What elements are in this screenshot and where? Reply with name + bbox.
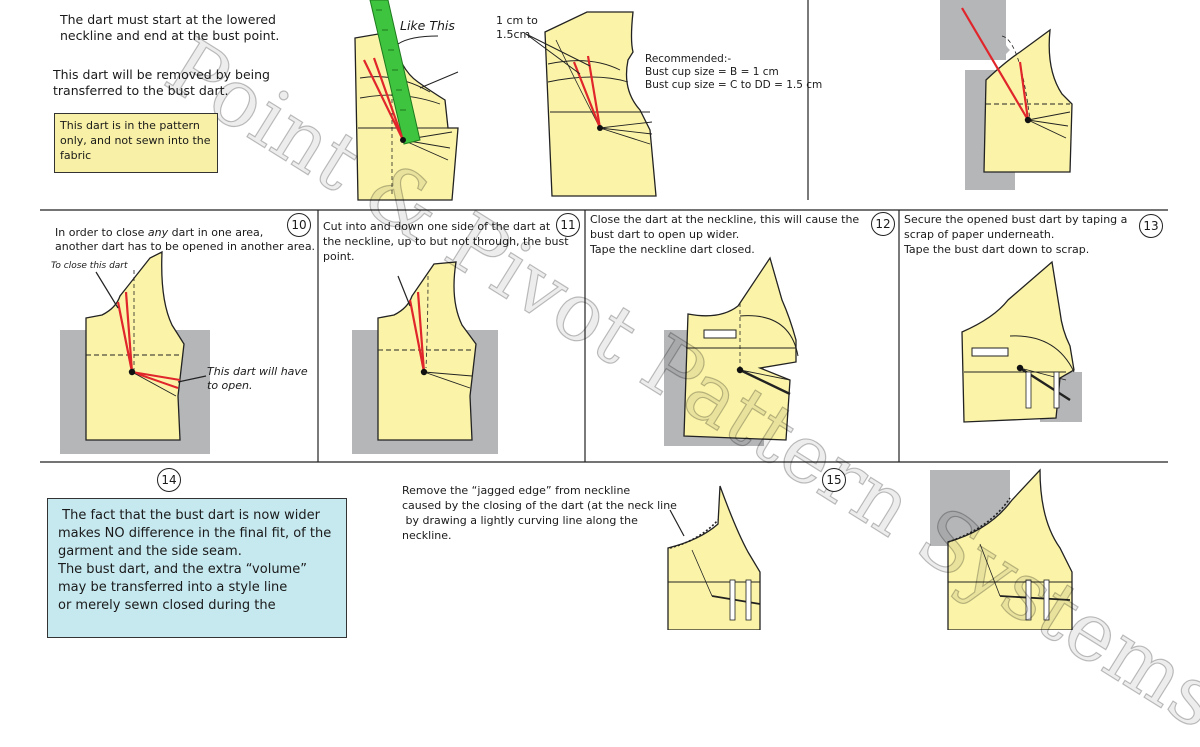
bust-point-step-13 [1016,364,1024,372]
bust-size-b: Bust cup size = B = 1 cm [645,66,779,78]
step-15-line-4: neckline. [402,529,452,542]
step-10-line-1-pre: In order to close [55,226,148,239]
intro-line-1: The dart must start at the lowered [60,12,276,27]
step-15-line-3: by drawing a lightly curving line along … [402,514,638,527]
callout-line-1: The fact that the bust dart is now wider [58,508,320,523]
callout-line-6: or merely sewn closed during the [58,598,276,613]
to-close-arrow [95,271,119,309]
step-number-14: 14 [157,468,181,492]
pattern-only-note: This dart is in the pattern only, and no… [54,113,218,173]
measure-label-1: 1 cm to [496,14,538,27]
callout-line-2: makes NO difference in the final fit, of… [58,526,332,541]
step-15-line-1: Remove the “jagged edge” from neckline [402,484,631,497]
bodice-pattern-step-15b [930,468,1073,630]
intro-line-2: neckline and end at the bust point. [60,28,280,43]
bust-point-top-right [1024,116,1032,124]
bodice-pattern-top-right [940,0,1073,190]
bodice-pattern-step-13 [961,260,1082,423]
ruler [369,0,421,145]
neckline-dart-top-right [961,7,1030,121]
measure-arrow [525,33,581,75]
step-13-line-3: Tape the bust dart down to scrap. [904,243,1090,256]
neckline-dart-step-11 [408,291,426,373]
jagged-edge-arrow [669,509,685,537]
step-number-10: 10 [287,213,311,237]
step-number-11: 11 [556,213,580,237]
cut-arrow [397,275,411,307]
step-10-line-1-em: any [147,226,169,239]
neckline-dart-step-10 [116,291,134,373]
step-12-line-2: bust dart to open up wider. [590,228,740,241]
to-open-label-1: This dart will have [207,365,308,378]
bust-point-step-12 [736,366,744,374]
step-12-line-1: Close the dart at the neckline, this wil… [590,213,860,226]
step-11-line-3: point. [323,250,355,263]
bust-size-c: Bust cup size = C to DD = 1.5 cm [645,79,823,91]
step-13-line-2: scrap of paper underneath. [904,228,1055,241]
measure-label-2: 1.5cm [496,28,531,41]
step-13-line-1: Secure the opened bust dart by taping a [904,213,1128,226]
note-line-1: This dart is in the pattern [60,119,200,132]
transfer-line-2: transferred to the bust dart. [53,83,229,98]
step-11-line-2: the neckline, up to but not through, the… [323,235,569,248]
to-close-label: To close this dart [51,261,128,271]
step-10-line-1-post: dart in one area, [168,226,264,239]
transfer-line-1: This dart will be removed by being [53,67,270,82]
step-number-12: 12 [871,212,895,236]
callout-line-3: garment and the side seam. [58,544,242,559]
step-number-15: 15 [822,468,846,492]
callout-line-5: may be transferred into a style line [58,580,288,595]
step-10-line-1: In order to close any dart in one area, [55,226,263,241]
step-15-line-2: caused by the closing of the dart (at th… [402,499,677,512]
bodice-pattern-measure [544,11,657,197]
note-line-2: only, and not sewn into the [60,134,211,147]
to-open-label-2: to open. [207,379,253,392]
diagram-canvas [40,0,1168,630]
bust-point-measure [597,125,603,131]
panel-dividers [40,0,1168,463]
note-line-3: fabric [60,149,92,162]
neckline-dart-like-this [363,57,405,141]
bust-dart-callout: The fact that the bust dart is now wider… [47,498,347,638]
step-11-line-1: Cut into and down one side of the dart a… [323,220,551,233]
like-this-label: Like This [400,18,455,33]
callout-line-4: The bust dart, and the extra “volume” [58,562,307,577]
recommended-label: Recommended:- [645,53,732,65]
bodice-pattern-step-10 [60,250,210,454]
bodice-pattern-step-11 [352,261,498,454]
to-open-arrow [177,375,207,383]
step-12-line-3: Tape the neckline dart closed. [590,243,755,256]
bust-point-step-10 [128,368,136,376]
step-number-13: 13 [1139,214,1163,238]
like-this-arrow [397,35,439,45]
bodice-pattern-step-15a [667,485,761,630]
bodice-pattern-step-12 [664,256,799,446]
bust-point-like-this [400,137,406,143]
step-10-line-2: another dart has to be opened in another… [55,240,316,253]
bust-point-step-11 [420,368,428,376]
